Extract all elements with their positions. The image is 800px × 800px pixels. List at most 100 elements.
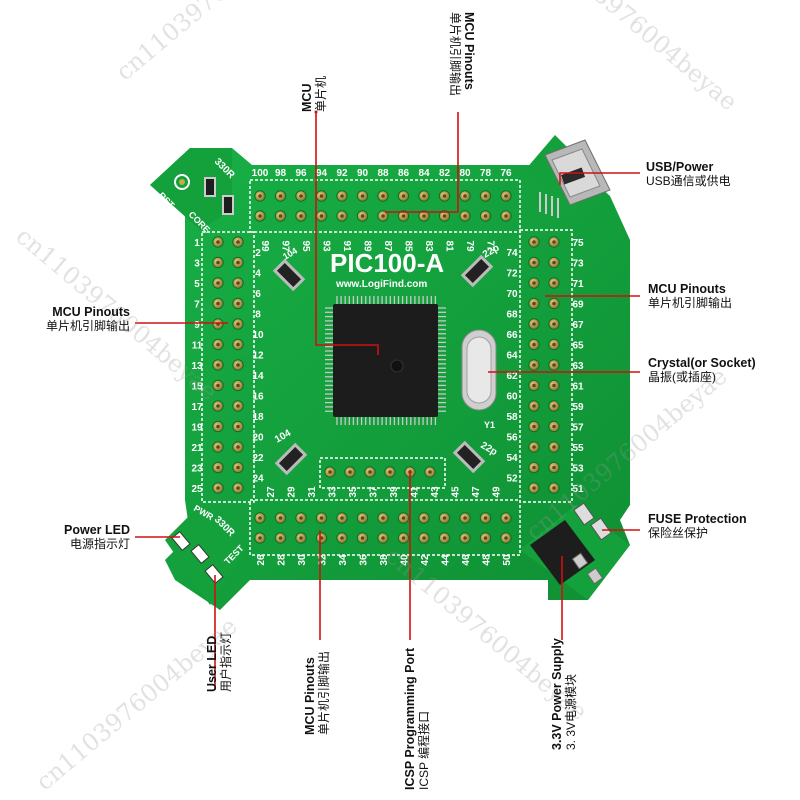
- pin-right-outer-hole: [532, 383, 536, 388]
- label-supply-zh: 3. 3V电源模块: [564, 673, 578, 750]
- pin-number-left-inner: 20: [252, 433, 264, 444]
- pin-number-right: 59: [572, 402, 584, 413]
- icsp-pin-hole: [328, 470, 332, 474]
- pin-left-outer-hole: [216, 404, 220, 408]
- icsp-pin-hole: [388, 470, 392, 474]
- pin-number-right: 67: [572, 320, 584, 331]
- pin-number-right-inner: 64: [506, 351, 518, 362]
- pin-right-outer-hole: [532, 424, 536, 429]
- label-pinouts-top: MCU Pinouts 单片机引脚输出: [448, 12, 476, 96]
- pin-top-outer-hole: [504, 194, 508, 198]
- pin-bottom-inner-hole: [381, 536, 385, 540]
- pin-bottom-outer-hole: [360, 516, 365, 520]
- icsp-pin-hole: [368, 470, 372, 474]
- pin-number-left: 3: [194, 259, 200, 270]
- pin-bottom-outer-hole: [401, 516, 406, 520]
- pin-left-inner-hole: [236, 383, 240, 388]
- pin-top-inner-hole: [422, 214, 426, 218]
- pin-right-inner-hole: [552, 281, 556, 285]
- board-url: www.LogiFind.com: [335, 279, 427, 290]
- pin-top-inner-hole: [401, 214, 406, 218]
- pin-number-right: 65: [572, 341, 584, 352]
- smd-parts: [204, 177, 494, 476]
- pin-number-left: 11: [192, 341, 203, 352]
- pin-number-bottom: 50: [502, 554, 513, 566]
- pin-number-bottom: 38: [379, 554, 390, 566]
- pin-number-left: 7: [194, 300, 200, 311]
- pin-number-bottom-inner: 39: [389, 486, 400, 498]
- pin-headers: [212, 190, 560, 544]
- pointer-pinouts-top: [385, 112, 459, 213]
- label-usb-zh: USB通信或供电: [646, 174, 731, 188]
- pin-right-inner-hole: [552, 342, 556, 347]
- label-pinouts-left-en: MCU Pinouts: [52, 305, 130, 319]
- pin-bottom-inner-hole: [340, 536, 344, 540]
- pin-number-bottom-inner: 43: [430, 486, 441, 498]
- pin-right-outer-hole: [532, 322, 536, 326]
- label-fuse-en: FUSE Protection: [648, 512, 747, 526]
- pin-right-inner-hole: [552, 383, 556, 388]
- pointer-mcu: [315, 112, 379, 355]
- pin-number-right-inner: 60: [506, 392, 518, 403]
- icsp-pin-hole: [348, 470, 352, 474]
- pin-bottom-outer-hole: [463, 516, 467, 520]
- pin-left-inner-hole: [236, 404, 240, 408]
- pin-left-inner-hole: [236, 465, 240, 470]
- pin-top-inner-hole: [258, 214, 262, 218]
- pin-number-top-inner: 81: [444, 240, 455, 252]
- label-power-led-en: Power LED: [64, 523, 130, 537]
- label-icsp-zh: ICSP 编程接口: [417, 710, 431, 790]
- pin-top-outer-hole: [401, 194, 406, 198]
- pin-number-bottom-inner: 45: [451, 486, 462, 498]
- pin-bottom-inner-hole: [483, 536, 488, 540]
- label-mcu: MCU 单片机: [300, 76, 328, 112]
- pin-top-inner-hole: [483, 214, 488, 218]
- pin-number-bottom: 44: [441, 554, 452, 566]
- pin-number-top: 82: [439, 168, 451, 179]
- pin-left-outer-hole: [216, 281, 220, 285]
- pin-number-top-inner: 87: [382, 240, 393, 252]
- pin-number-left: 9: [194, 320, 200, 331]
- pin-number-bottom-inner: 27: [266, 486, 277, 498]
- pin-bottom-outer-hole: [381, 516, 385, 520]
- pin-number-bottom: 30: [297, 554, 308, 566]
- pin-number-bottom-inner: 33: [328, 486, 339, 498]
- pin-number-right: 55: [572, 443, 584, 454]
- silk-box-left: [201, 231, 255, 503]
- label-fuse: FUSE Protection 保险丝保护: [648, 512, 747, 540]
- pin-left-inner-hole: [236, 240, 240, 244]
- label-power-led: Power LED 电源指示灯: [20, 523, 130, 551]
- pin-right-outer-hole: [532, 240, 536, 244]
- pin-number-top: 84: [418, 168, 430, 179]
- pin-number-bottom: 48: [482, 554, 493, 566]
- label-pinouts-right: MCU Pinouts 单片机引脚输出: [648, 282, 732, 310]
- pin-top-outer-hole: [278, 194, 283, 198]
- pin-left-outer-hole: [216, 424, 220, 429]
- pin-bottom-outer-hole: [278, 516, 283, 520]
- label-icsp-en: ICSP Programming Port: [403, 647, 417, 790]
- label-mcu-zh: 单片机: [314, 75, 328, 112]
- icsp-pin-hole: [428, 470, 432, 474]
- pin-number-right-inner: 70: [506, 289, 518, 300]
- pin-number-left: 17: [191, 402, 203, 413]
- pin-right-inner-hole: [552, 301, 556, 306]
- pin-number-left-inner: 14: [252, 371, 264, 382]
- pin-number-bottom-inner: 35: [348, 486, 359, 498]
- pin-bottom-inner-hole: [401, 536, 406, 540]
- label-pinouts-left: MCU Pinouts 单片机引脚输出: [20, 305, 130, 333]
- pin-right-outer-hole: [532, 445, 536, 449]
- pin-number-top: 90: [357, 168, 369, 179]
- pin-number-right: 57: [572, 423, 584, 434]
- label-fuse-zh: 保险丝保护: [648, 526, 709, 540]
- pin-left-outer-hole: [216, 240, 220, 244]
- label-crystal-zh: 晶振(或插座): [648, 370, 716, 384]
- pin-number-bottom: 46: [461, 554, 472, 566]
- pin-left-inner-hole: [236, 342, 240, 347]
- pin-bottom-inner-hole: [278, 536, 283, 540]
- pin-left-inner-hole: [236, 445, 240, 449]
- pin-right-inner-hole: [552, 404, 556, 408]
- pin-number-right-inner: 74: [506, 248, 518, 259]
- silk-box-bottom: [249, 499, 521, 556]
- pin-number-left: 23: [191, 464, 203, 475]
